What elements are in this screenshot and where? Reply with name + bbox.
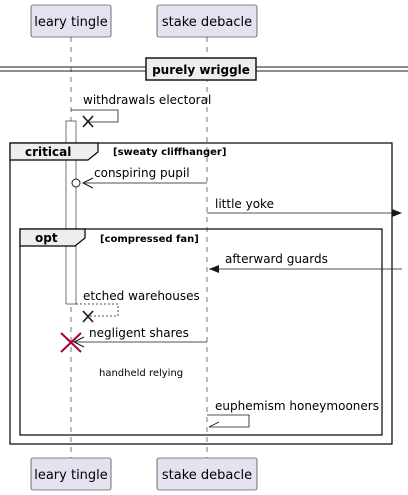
participant-stake-debacle-bottom[interactable]: stake debacle (156, 457, 258, 491)
fragment-guard: [sweaty cliffhanger] (113, 147, 226, 158)
arrowhead-icon (209, 265, 219, 273)
message-little-yoke[interactable]: little yoke (207, 197, 402, 217)
message-euphemism-honeymooners[interactable]: euphemism honeymooners (207, 399, 379, 428)
participant-stake-debacle-top[interactable]: stake debacle (156, 4, 258, 38)
participant-label: stake debacle (162, 468, 252, 483)
participant-label: leary tingle (34, 468, 108, 483)
divider: purely wriggle (0, 57, 408, 81)
message-label: withdrawals electoral (83, 93, 211, 107)
participant-label: leary tingle (34, 15, 108, 30)
message-label: conspiring pupil (94, 166, 190, 180)
arrowhead-icon (392, 209, 402, 217)
message-label: little yoke (215, 197, 274, 211)
destroy-x-icon (82, 310, 94, 323)
message-withdrawals-electoral[interactable]: withdrawals electoral (71, 93, 211, 128)
fragment-opt: opt [compressed fan] (19, 228, 383, 436)
fragment-guard: [compressed fan] (100, 234, 199, 245)
message-etched-warehouses[interactable]: etched warehouses (76, 289, 200, 323)
participant-leary-tingle-top[interactable]: leary tingle (30, 4, 112, 38)
message-conspiring-pupil[interactable]: conspiring pupil (71, 166, 207, 189)
message-negligent-shares[interactable]: negligent shares (60, 326, 207, 353)
destroy-red-x-icon (60, 332, 82, 353)
fragment-keyword: critical (25, 145, 71, 159)
lost-circle-icon (71, 178, 81, 188)
fragment-keyword: opt (35, 231, 58, 245)
message-afterward-guards[interactable]: afterward guards (209, 252, 402, 273)
destroy-x-icon (82, 115, 94, 128)
participant-label: stake debacle (162, 15, 252, 30)
message-label: afterward guards (225, 252, 328, 266)
message-label: etched warehouses (83, 289, 200, 303)
divider-label: purely wriggle (152, 63, 250, 77)
participant-leary-tingle-bottom[interactable]: leary tingle (30, 457, 112, 491)
message-label: negligent shares (89, 326, 189, 340)
activation-bar (65, 120, 77, 305)
message-label: euphemism honeymooners (215, 399, 379, 413)
note-handheld-relying: handheld relying (99, 368, 183, 379)
fragment-critical: critical [sweaty cliffhanger] (9, 142, 393, 445)
